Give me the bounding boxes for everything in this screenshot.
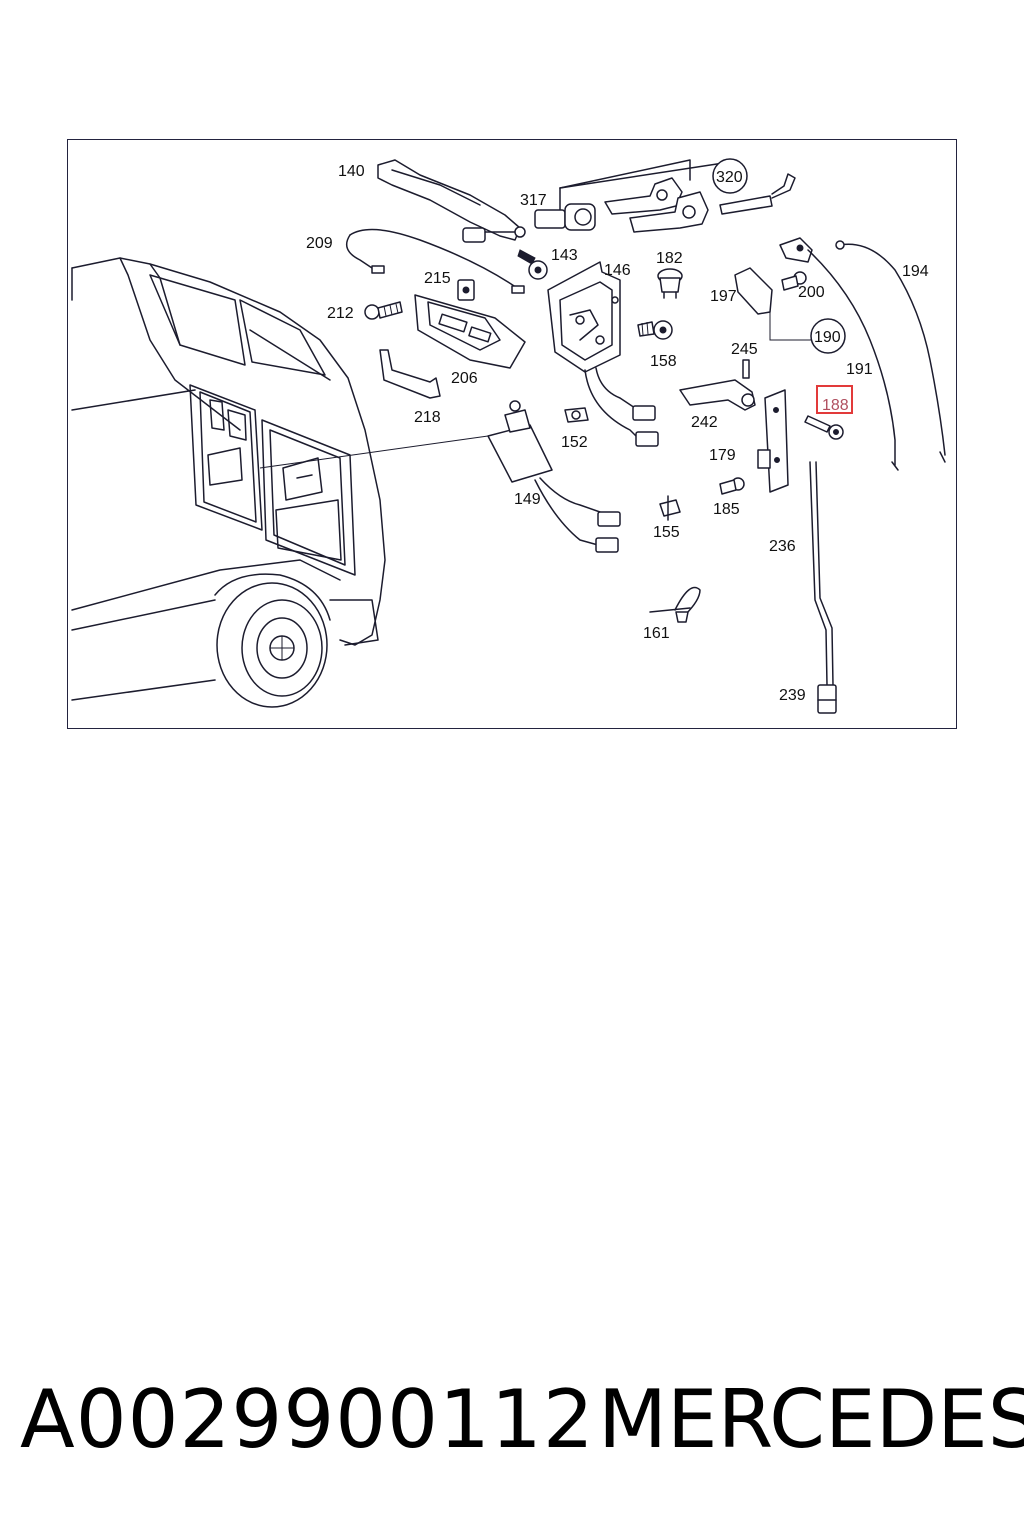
part-158-screw bbox=[637, 320, 673, 340]
part-140-outer-handle bbox=[377, 159, 526, 243]
part-149-actuator bbox=[487, 400, 621, 553]
label-191: 191 bbox=[846, 361, 873, 378]
label-317: 317 bbox=[520, 192, 547, 209]
label-155: 155 bbox=[653, 524, 680, 541]
part-182-grommet bbox=[657, 268, 683, 299]
callout-circle-190 bbox=[810, 318, 846, 354]
part-317-lock-cylinder bbox=[534, 159, 731, 231]
part-200-screw bbox=[781, 271, 807, 291]
part-206-handle-housing bbox=[414, 294, 526, 369]
label-194: 194 bbox=[902, 263, 929, 280]
part-239-rod-end bbox=[817, 684, 837, 714]
label-179: 179 bbox=[709, 447, 736, 464]
label-190: 190 bbox=[814, 329, 841, 346]
label-146: 146 bbox=[604, 262, 631, 279]
label-215: 215 bbox=[424, 270, 451, 287]
callout-circle-320 bbox=[712, 158, 748, 194]
part-143-screw bbox=[517, 249, 548, 280]
part-245-pin bbox=[742, 359, 750, 379]
part-155-clip bbox=[659, 495, 681, 521]
label-182: 182 bbox=[656, 250, 683, 267]
exploded-parts-diagram: 140 317 320 209 143 182 194 215 146 212 … bbox=[71, 158, 946, 714]
label-152: 152 bbox=[561, 434, 588, 451]
part-212-screw bbox=[364, 301, 403, 320]
part-218-grip bbox=[379, 349, 441, 399]
label-209: 209 bbox=[306, 235, 333, 252]
label-143: 143 bbox=[551, 247, 578, 264]
label-242: 242 bbox=[691, 414, 718, 431]
label-239: 239 bbox=[779, 687, 806, 704]
label-188: 188 bbox=[822, 397, 849, 414]
part-194-cable bbox=[835, 240, 946, 463]
part-179-catch bbox=[757, 389, 789, 493]
label-218: 218 bbox=[414, 409, 441, 426]
part-keys bbox=[604, 173, 796, 233]
label-161: 161 bbox=[643, 625, 670, 642]
part-191-cable bbox=[807, 249, 899, 471]
part-185-screw bbox=[719, 477, 745, 495]
label-185: 185 bbox=[713, 501, 740, 518]
part-146-door-lock bbox=[547, 261, 659, 447]
part-188-screw bbox=[804, 415, 844, 440]
part-242-lever bbox=[679, 379, 756, 411]
part-152-clip bbox=[564, 407, 589, 423]
brand-name-text: MERCEDES bbox=[598, 1373, 1024, 1466]
caption-bar: A0029900112 MERCEDES bbox=[0, 1365, 1024, 1475]
van-rear-illustration bbox=[71, 257, 489, 708]
part-209-cable bbox=[345, 228, 525, 294]
part-number-text: A0029900112 bbox=[20, 1373, 595, 1466]
label-149: 149 bbox=[514, 491, 541, 508]
label-212: 212 bbox=[327, 305, 354, 322]
label-197: 197 bbox=[710, 288, 737, 305]
part-190-bracket bbox=[769, 237, 813, 341]
part-236-rod bbox=[809, 461, 834, 686]
label-206: 206 bbox=[451, 370, 478, 387]
label-158: 158 bbox=[650, 353, 677, 370]
part-197-bracket bbox=[734, 267, 773, 315]
highlight-box-188 bbox=[816, 385, 853, 414]
label-320: 320 bbox=[716, 169, 743, 186]
label-245: 245 bbox=[731, 341, 758, 358]
part-215-clip bbox=[457, 279, 475, 301]
label-140: 140 bbox=[338, 163, 365, 180]
part-161-cable-tie bbox=[649, 586, 701, 623]
label-200: 200 bbox=[798, 284, 825, 301]
label-236: 236 bbox=[769, 538, 796, 555]
